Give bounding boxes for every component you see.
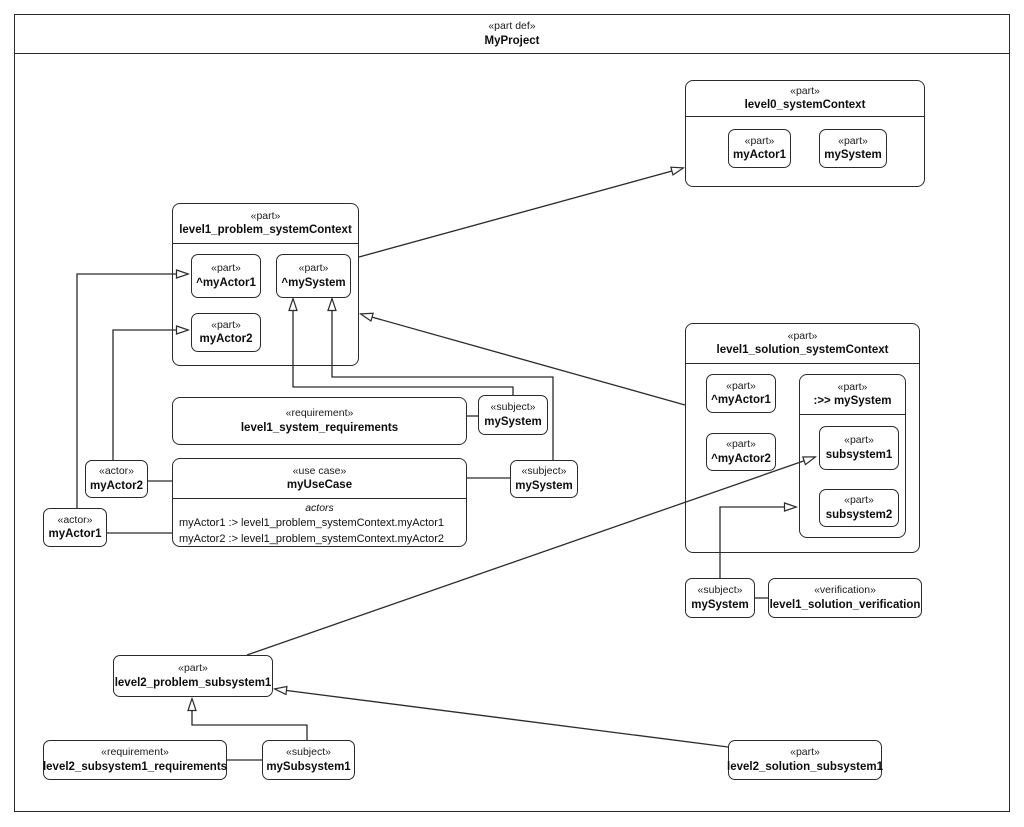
name-label: myActor1 xyxy=(48,528,102,541)
name-label: myActor1 xyxy=(732,149,787,162)
name-label: level1_system_requirements xyxy=(240,421,399,434)
actor-myactor2[interactable]: «actor» myActor2 xyxy=(85,460,148,498)
stereotype-label: «actor» xyxy=(57,513,93,526)
stereotype-label: «subject» xyxy=(490,401,536,414)
name-label: subsystem1 xyxy=(825,448,893,461)
stereotype-label: «subject» xyxy=(521,465,567,478)
part-level1-problem-systemcontext[interactable]: «part» level1_problem_systemContext «par… xyxy=(172,203,359,366)
frame-stereotype-label: «part def» xyxy=(488,20,536,33)
stereotype-label: «part» xyxy=(726,438,756,451)
subject-mysystem-requirement[interactable]: «subject» mySystem xyxy=(478,395,548,435)
usecase-myusecase[interactable]: «use case» myUseCase actors myActor1 :> … xyxy=(172,458,467,547)
part-caret-myactor1-solution[interactable]: «part» ^myActor1 xyxy=(706,374,776,413)
node-header: «use case» myUseCase xyxy=(173,459,466,499)
part-myactor2[interactable]: «part» myActor2 xyxy=(191,313,261,352)
name-label: level2_problem_subsystem1 xyxy=(114,676,272,689)
requirement-level2-subsystem1-requirements[interactable]: «requirement» level2_subsystem1_requirem… xyxy=(43,740,227,780)
part-caret-myactor1[interactable]: «part» ^myActor1 xyxy=(191,254,261,298)
subject-mysystem-verification[interactable]: «subject» mySystem xyxy=(685,578,755,618)
stereotype-label: «verification» xyxy=(814,584,876,597)
part-level2-problem-subsystem1[interactable]: «part» level2_problem_subsystem1 xyxy=(113,655,273,697)
actor-myactor1[interactable]: «actor» myActor1 xyxy=(43,508,107,547)
stereotype-label: «part» xyxy=(726,379,756,392)
part-subsystem1[interactable]: «part» subsystem1 xyxy=(819,426,899,470)
stereotype-label: «part» xyxy=(298,262,329,275)
part-caret-mysystem[interactable]: «part» ^mySystem xyxy=(276,254,351,298)
name-label: ^mySystem xyxy=(281,276,346,289)
stereotype-label: «part» xyxy=(790,84,820,97)
name-label: ^myActor2 xyxy=(711,452,771,465)
subject-mysubsystem1[interactable]: «subject» mySubsystem1 xyxy=(262,740,355,780)
node-header: «part» level1_solution_systemContext xyxy=(686,324,919,364)
name-label: ^myActor1 xyxy=(711,394,771,407)
name-label: myActor2 xyxy=(199,333,253,346)
name-label: :>> mySystem xyxy=(813,395,892,408)
name-label: mySystem xyxy=(515,479,573,492)
part-myactor1[interactable]: «part» myActor1 xyxy=(728,129,791,168)
name-label: level1_solution_verification xyxy=(769,598,921,611)
stereotype-label: «actor» xyxy=(98,465,135,478)
part-level2-solution-subsystem1[interactable]: «part» level2_solution_subsystem1 xyxy=(727,740,883,780)
name-label: subsystem2 xyxy=(825,508,893,521)
part-mysystem[interactable]: «part» mySystem xyxy=(819,129,887,168)
stereotype-label: «part» xyxy=(211,318,241,331)
part-level1-solution-systemcontext[interactable]: «part» level1_solution_systemContext «pa… xyxy=(685,323,920,553)
stereotype-label: «part» xyxy=(844,494,874,507)
name-label: mySystem xyxy=(691,598,749,611)
stereotype-label: «part» xyxy=(744,134,775,147)
frame-header: «part def» MyProject xyxy=(15,15,1009,54)
part-caret-myactor2-solution[interactable]: «part» ^myActor2 xyxy=(706,433,776,471)
node-header: «part» :>> mySystem xyxy=(800,375,905,415)
stereotype-label: «use case» xyxy=(292,464,347,477)
name-label: ^myActor1 xyxy=(196,276,256,289)
stereotype-label: «part» xyxy=(844,434,874,447)
actor-binding-line: myActor2 :> level1_problem_systemContext… xyxy=(179,532,445,545)
stereotype-label: «subject» xyxy=(697,584,743,597)
subject-mysystem-usecase[interactable]: «subject» mySystem xyxy=(510,460,578,498)
frame-name-label: MyProject xyxy=(484,34,540,47)
name-label: mySystem xyxy=(484,415,542,428)
part-level0-systemcontext[interactable]: «part» level0_systemContext «part» myAct… xyxy=(685,80,925,187)
stereotype-label: «requirement» xyxy=(101,746,169,759)
stereotype-label: «requirement» xyxy=(285,407,354,420)
requirement-level1-system-requirements[interactable]: «requirement» level1_system_requirements xyxy=(172,397,467,445)
stereotype-label: «part» xyxy=(838,134,868,147)
name-label: level1_solution_systemContext xyxy=(716,344,889,357)
stereotype-label: «part» xyxy=(787,329,818,342)
name-label: level0_systemContext xyxy=(744,99,866,112)
stereotype-label: «part» xyxy=(790,746,820,759)
name-label: level2_solution_subsystem1 xyxy=(727,760,883,773)
name-label: level1_problem_systemContext xyxy=(179,224,352,237)
name-label: myUseCase xyxy=(286,479,353,492)
stereotype-label: «subject» xyxy=(286,746,331,759)
actors-compartment-label: actors xyxy=(305,502,334,514)
part-redefined-mysystem[interactable]: «part» :>> mySystem «part» subsystem1 «p… xyxy=(799,374,906,538)
name-label: mySubsystem1 xyxy=(266,760,351,773)
actors-compartment: actors myActor1 :> level1_problem_system… xyxy=(173,499,466,546)
stereotype-label: «part» xyxy=(211,262,241,275)
name-label: level2_subsystem1_requirements xyxy=(42,760,228,773)
stereotype-label: «part» xyxy=(250,209,281,222)
node-header: «part» level0_systemContext xyxy=(686,81,924,117)
name-label: mySystem xyxy=(824,149,882,162)
actor-binding-line: myActor1 :> level1_problem_systemContext… xyxy=(179,516,445,529)
node-header: «part» level1_problem_systemContext xyxy=(173,204,358,244)
part-subsystem2[interactable]: «part» subsystem2 xyxy=(819,489,899,527)
name-label: myActor2 xyxy=(89,479,144,492)
verification-level1-solution-verification[interactable]: «verification» level1_solution_verificat… xyxy=(768,578,922,618)
stereotype-label: «part» xyxy=(837,380,868,393)
stereotype-label: «part» xyxy=(178,662,208,675)
